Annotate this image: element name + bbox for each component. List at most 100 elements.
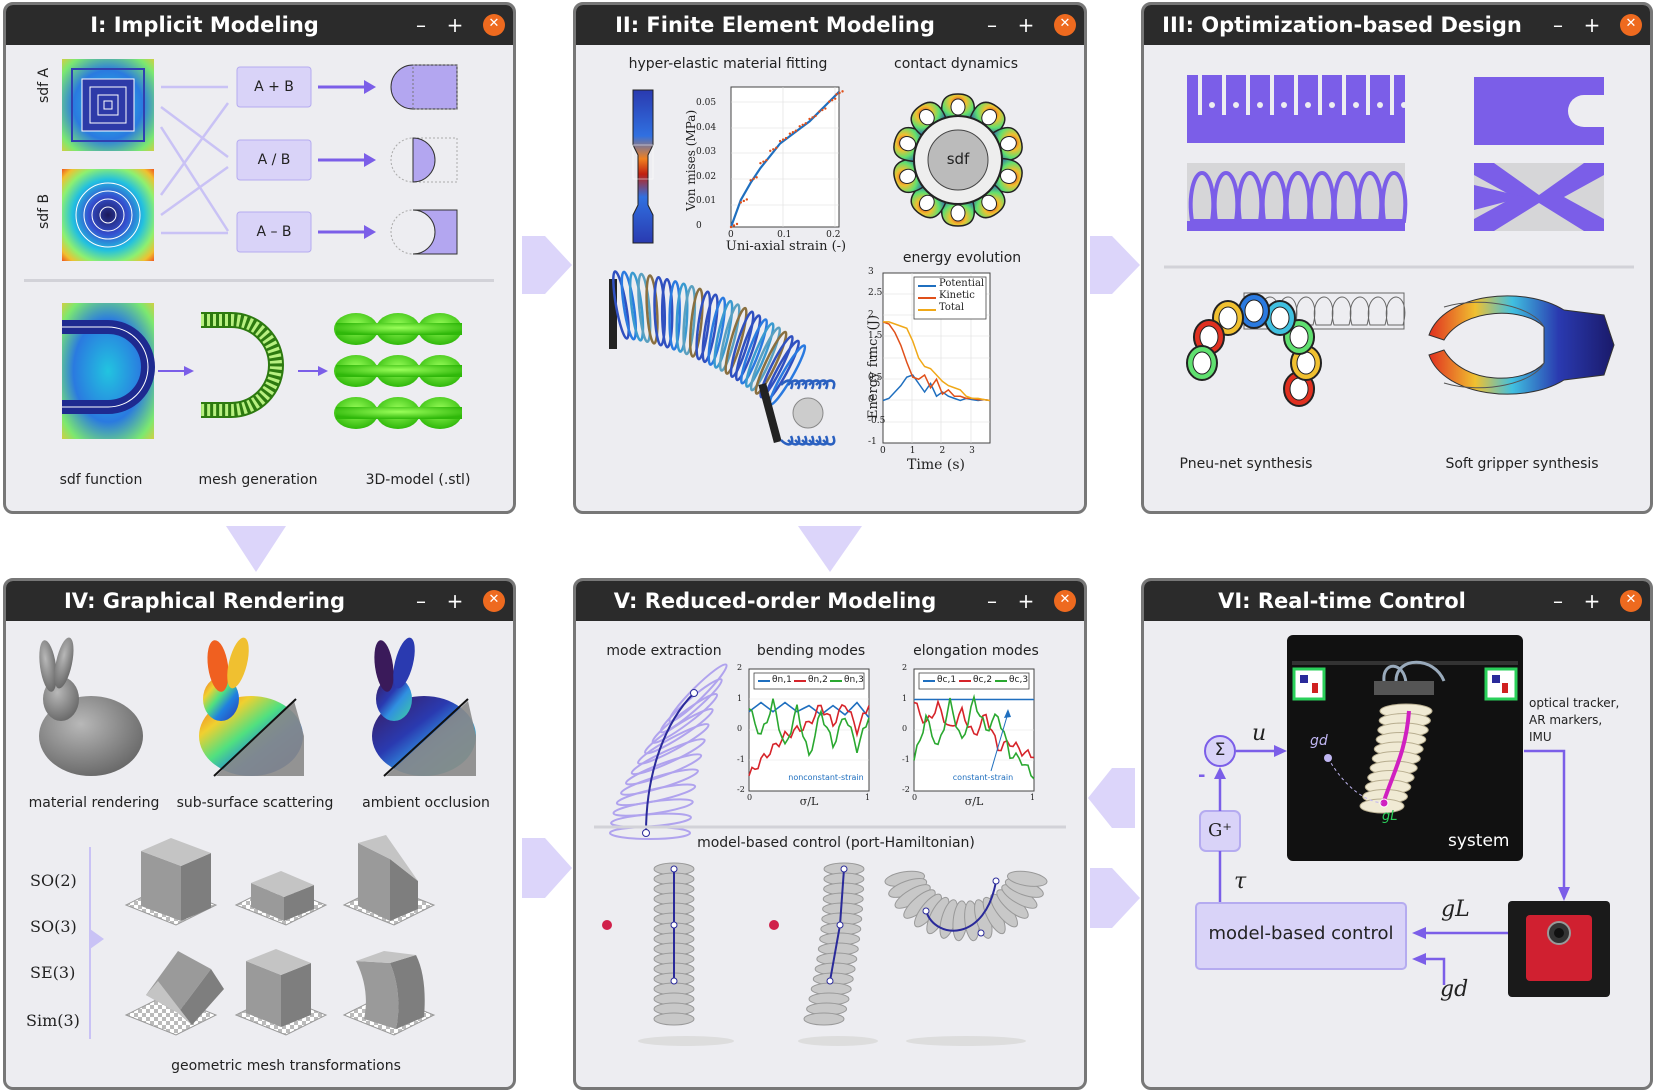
panel-body: sdf A sdf B A + B A / B A – B sdf functi…	[6, 45, 513, 511]
minimize-button[interactable]: –	[1553, 589, 1563, 613]
tau-label: τ	[1234, 869, 1247, 894]
bending-actuator	[609, 270, 836, 446]
maximize-button[interactable]: +	[1017, 589, 1035, 613]
group-sim3: Sim(3)	[26, 1011, 80, 1030]
chart1-ytick: 0.02	[696, 171, 717, 182]
bend-legend-1: θn,1	[772, 675, 792, 685]
bend-ytick: -2	[737, 785, 745, 794]
notch-hole	[1329, 102, 1335, 108]
pneunet-domain	[1187, 75, 1407, 143]
actuator-chamber	[718, 303, 741, 372]
minimize-button[interactable]: –	[416, 589, 426, 613]
elong-ytick: -2	[902, 785, 910, 794]
chart2-ytick: 0	[868, 394, 874, 405]
data-point	[752, 177, 755, 181]
legend-potential: Potential	[939, 278, 985, 289]
chart1-xtick: 0.2	[826, 230, 841, 240]
titlebar: III: Optimization-based Design – + ✕	[1144, 5, 1650, 45]
cube-so2-c	[342, 835, 436, 926]
data-point	[791, 130, 795, 134]
mode-extraction-caption: mode extraction	[606, 643, 722, 659]
notch-slot	[1270, 75, 1274, 115]
target-point-2	[769, 920, 779, 930]
sdf-b-label: sdf B	[36, 193, 52, 229]
arrow-i-to-iv	[226, 526, 286, 572]
close-button[interactable]: ✕	[1620, 14, 1642, 36]
data-point	[755, 176, 758, 179]
chart2-ytick: 1.5	[868, 330, 883, 341]
mode-ring	[612, 798, 694, 817]
close-button[interactable]: ✕	[483, 14, 505, 36]
minimize-button[interactable]: –	[987, 13, 997, 37]
close-button[interactable]: ✕	[1620, 590, 1642, 612]
group-so3: SO(3)	[30, 917, 77, 936]
backbone-node	[670, 977, 678, 985]
optimization-diagram	[1164, 75, 1634, 407]
window-title: V: Reduced-order Modeling	[613, 589, 937, 613]
soft-gripper	[1428, 295, 1615, 395]
cube-so2-b	[234, 871, 328, 926]
window-title: VI: Real-time Control	[1218, 589, 1466, 613]
mode-ring	[651, 693, 719, 744]
actuator-chamber	[739, 318, 768, 385]
data-point	[784, 136, 788, 140]
notch-hole	[1209, 102, 1215, 108]
notch-hole	[1233, 102, 1239, 108]
series-potential	[882, 374, 991, 402]
maximize-button[interactable]: +	[1017, 13, 1035, 37]
titlebar: I: Implicit Modeling – + ✕	[6, 5, 513, 45]
elong-ytick: 1	[902, 693, 908, 703]
maximize-button[interactable]: +	[1583, 589, 1601, 613]
close-button[interactable]: ✕	[1054, 590, 1076, 612]
bunny-sss	[199, 637, 304, 777]
actuator-chamber	[707, 296, 727, 366]
chart2-frame	[882, 272, 991, 444]
elong-legend-3: θc,3	[1009, 675, 1029, 685]
close-button[interactable]: ✕	[1054, 14, 1076, 36]
minimize-button[interactable]: –	[1553, 13, 1563, 37]
actuator-ring	[653, 1012, 695, 1026]
maximize-button[interactable]: +	[446, 589, 464, 613]
mode-extraction-figure	[609, 663, 728, 840]
gd-input-label: gd	[1440, 977, 1469, 1002]
actuator-1	[653, 862, 695, 1026]
bunny-ao	[372, 637, 476, 777]
data-point	[788, 132, 792, 135]
caption-subsurface: sub-surface scattering	[176, 795, 334, 811]
arrow-iv-to-v	[522, 838, 572, 898]
chart1-ytick: 0.04	[696, 122, 717, 133]
panel-body: hyper-elastic material fitting contact d…	[576, 45, 1084, 511]
close-button[interactable]: ✕	[483, 590, 505, 612]
model-control-block	[1195, 902, 1407, 970]
minus-label: -	[1198, 765, 1206, 786]
mode-ring	[630, 738, 706, 776]
actuator-chamber	[713, 299, 734, 369]
model-control-caption: model-based control (port-Hamiltonian)	[697, 835, 975, 851]
data-point	[762, 160, 765, 163]
actuator-chamber	[724, 306, 748, 375]
maximize-button[interactable]: +	[446, 13, 464, 37]
op-add-box	[236, 66, 312, 108]
notch-hole	[1353, 102, 1359, 108]
elong-legend-1: θc,1	[937, 675, 957, 685]
data-point	[808, 117, 811, 121]
data-point	[827, 100, 831, 103]
control-diagram	[1195, 635, 1610, 997]
panel-body: mode extraction bending modes elongation…	[576, 621, 1084, 1087]
contact-gear	[893, 93, 1023, 227]
chart1-marks	[729, 90, 844, 229]
op-sub-box	[236, 211, 312, 253]
bend-xlabel: σ/L	[799, 795, 819, 808]
backbone-node	[670, 865, 678, 873]
gripper-domain	[1474, 77, 1604, 145]
gear-petal	[968, 181, 1006, 219]
data-point	[739, 201, 743, 204]
minimize-button[interactable]: –	[416, 13, 426, 37]
minimize-button[interactable]: –	[987, 589, 997, 613]
elong-series-2	[913, 699, 1035, 759]
maximize-button[interactable]: +	[1583, 13, 1601, 37]
target-point-1	[602, 920, 612, 930]
backbone-node	[836, 921, 844, 929]
cube-so2-a	[124, 838, 218, 926]
panel-body: Σ u - G⁺ τ gd gL system optical tracker,…	[1144, 621, 1650, 1087]
